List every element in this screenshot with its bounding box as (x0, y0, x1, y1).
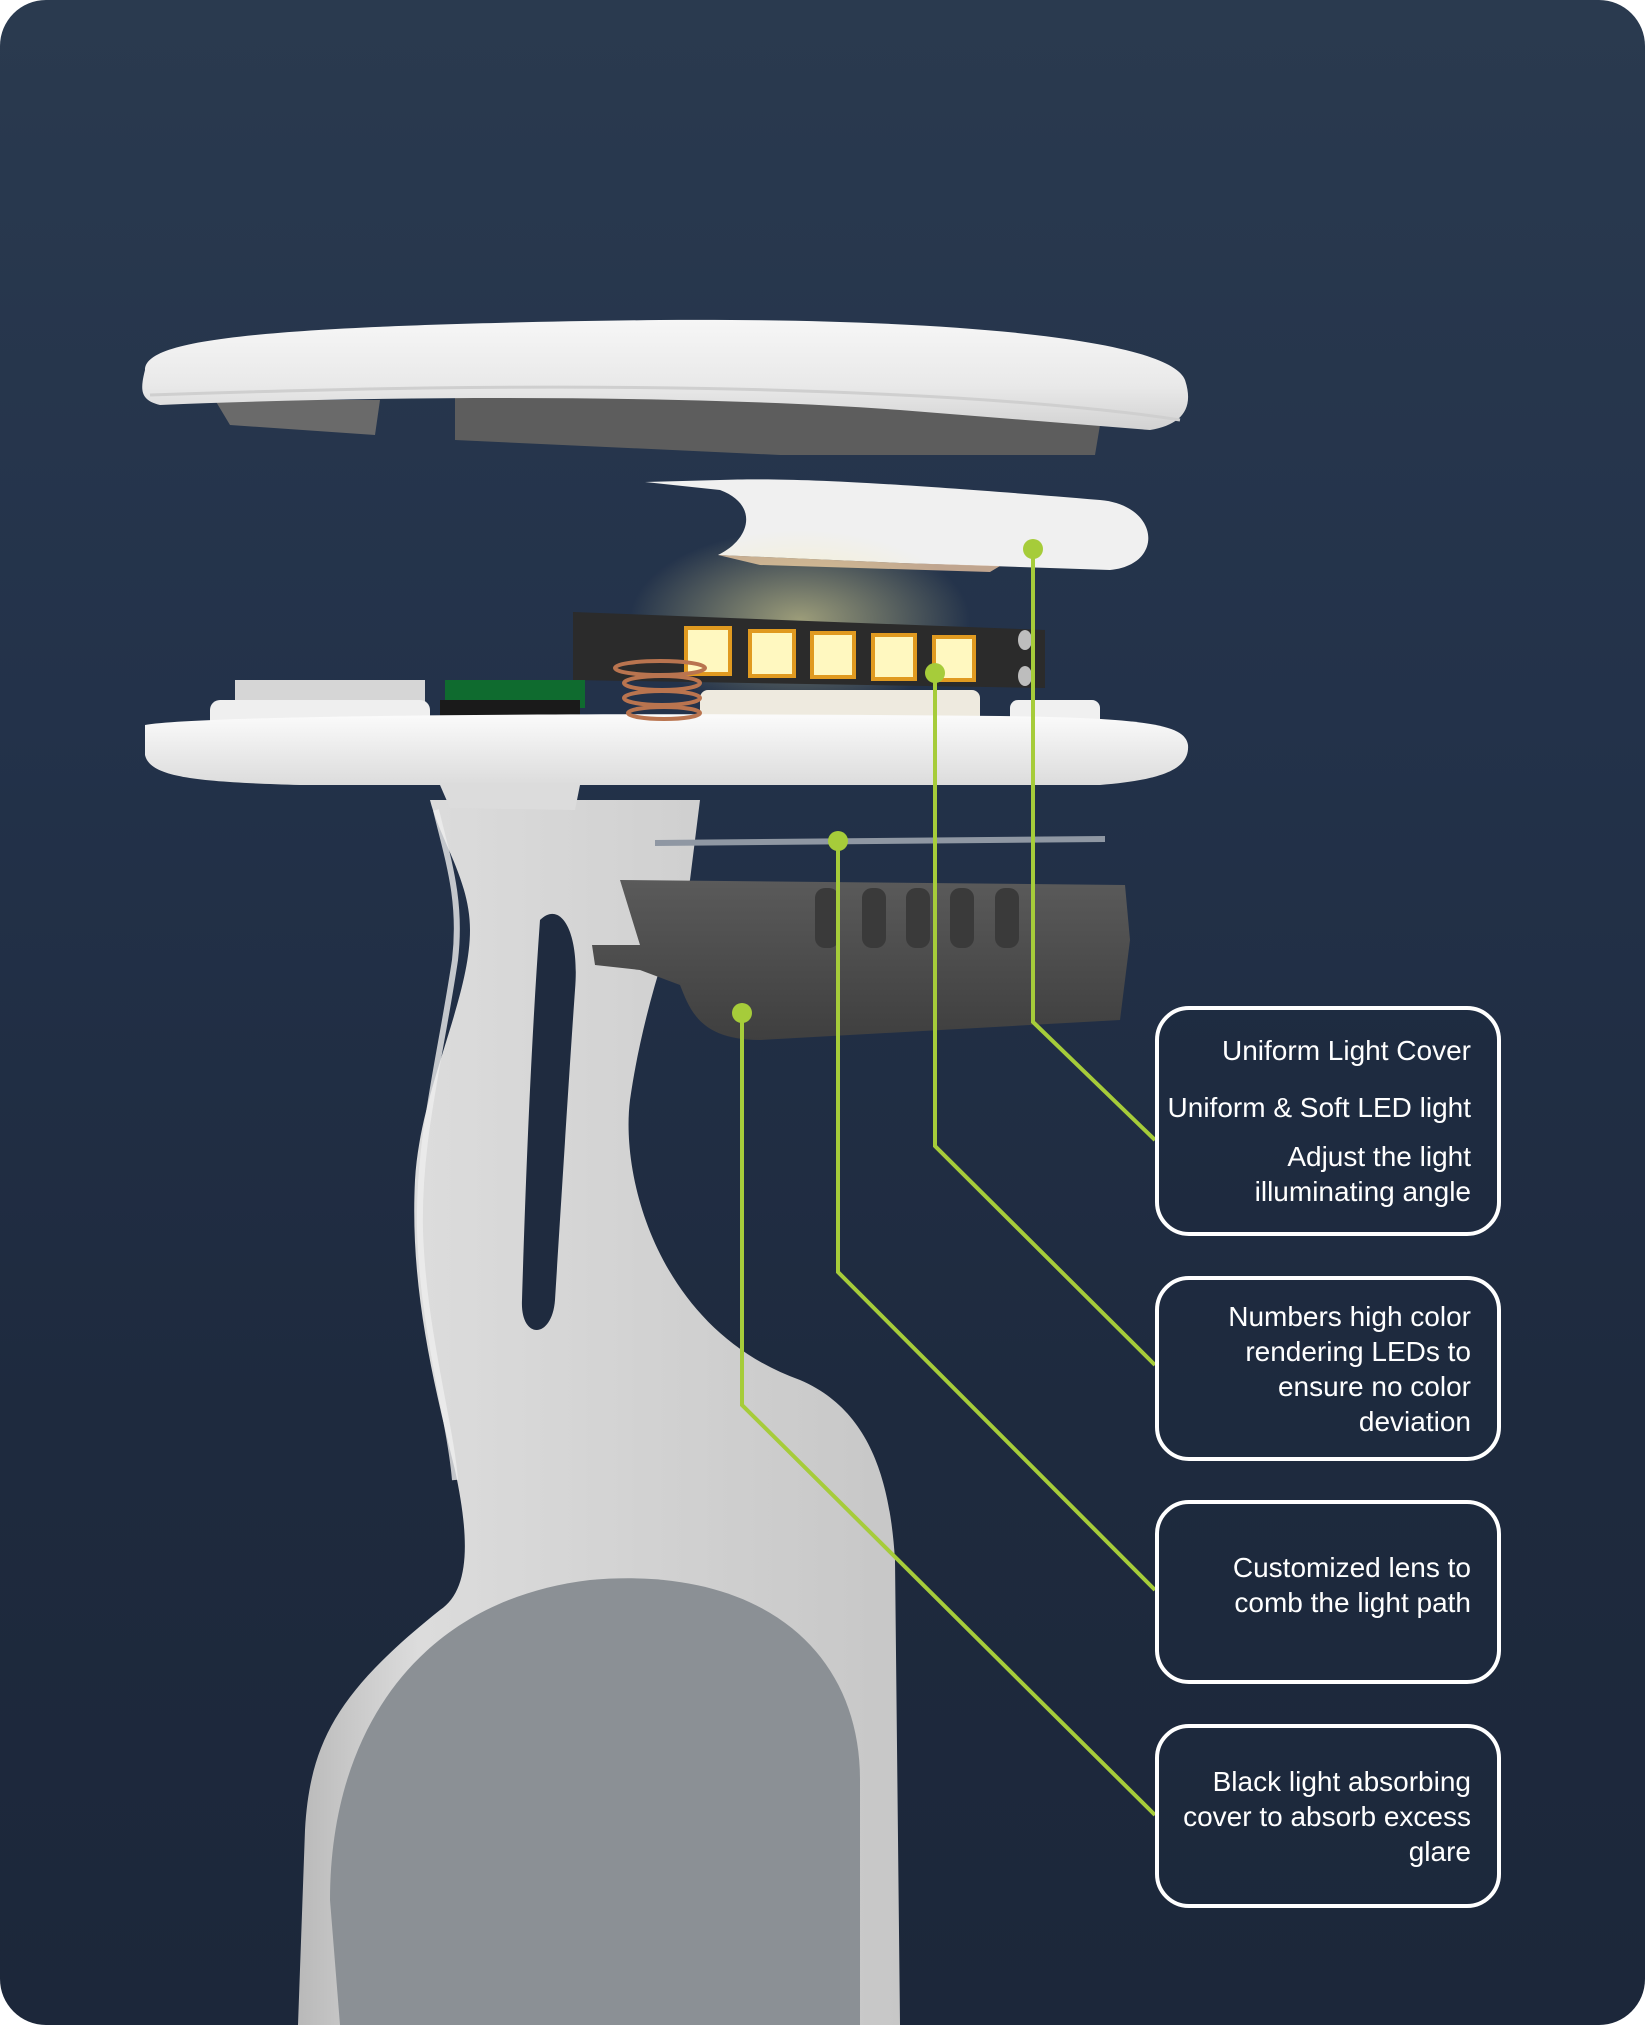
led-1 (684, 626, 732, 676)
base-shell (145, 659, 1189, 810)
callout-box-4: Black light absorbing cover to absorb ex… (1155, 1724, 1501, 1908)
leader-callout-4 (740, 1013, 1157, 1817)
callout-2-line-4: deviation (1358, 1405, 1471, 1437)
led-2 (748, 629, 796, 678)
led-4 (871, 633, 917, 681)
lens (655, 836, 1105, 846)
leader-callout-1 (1031, 549, 1157, 1142)
callout-1-line-3: Adjust the light (1287, 1141, 1471, 1172)
led-3 (810, 631, 856, 679)
callout-dot-2 (925, 663, 945, 683)
led-5 (932, 635, 976, 682)
callout-4-line-1: Black light absorbing (1212, 1765, 1471, 1797)
callout-leaders (740, 549, 1157, 1817)
callout-1-line-2: Uniform & Soft LED light (1167, 1092, 1471, 1123)
callout-3-line-1: Customized lens to (1232, 1552, 1471, 1583)
callout-box-1: Uniform Light Cover Uniform & Soft LED l… (1155, 1006, 1501, 1236)
top-shell (142, 319, 1189, 455)
callout-3-line-2: comb the light path (1234, 1587, 1471, 1618)
callout-dot-3 (828, 831, 848, 851)
callout-4-line-3: glare (1408, 1835, 1471, 1867)
callout-dot-1 (1023, 539, 1043, 559)
callout-2-line-3: ensure no color (1277, 1370, 1471, 1402)
callout-1-line-1: Uniform Light Cover (1222, 1035, 1471, 1066)
callout-box-3: Customized lens to comb the light path (1155, 1500, 1501, 1684)
callout-box-2: Numbers high color rendering LEDs to ens… (1155, 1276, 1501, 1461)
callout-4-line-2: cover to absorb excess (1183, 1800, 1471, 1832)
callout-1-line-4: illuminating angle (1254, 1176, 1471, 1207)
spring (613, 659, 707, 721)
spacer (1167, 1068, 1471, 1090)
callout-2-line-2: rendering LEDs to (1245, 1335, 1471, 1367)
leader-callout-2 (933, 673, 1157, 1367)
callout-dot-4 (732, 1003, 752, 1023)
leader-callout-3 (836, 841, 1157, 1592)
callout-2-line-1: Numbers high color (1228, 1300, 1471, 1332)
arm (298, 800, 900, 2025)
absorber (592, 880, 1130, 1040)
spacer (1167, 1125, 1471, 1139)
